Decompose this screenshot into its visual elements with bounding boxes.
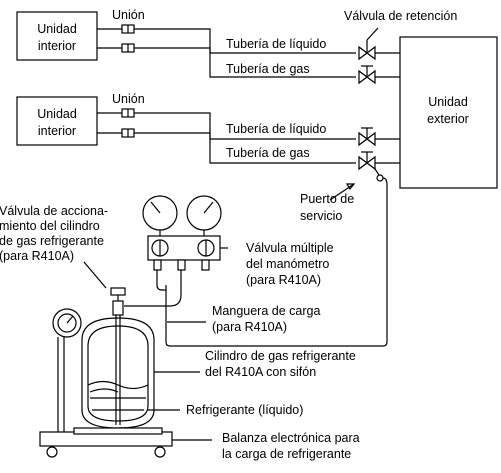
check-valve-2-gas xyxy=(358,151,376,171)
gas-pipe-2-label: Tubería de gas xyxy=(226,146,310,160)
cylinder-valve-label-line1: Válvula de acciona- xyxy=(0,204,108,218)
manifold-label-line2: del manómetro xyxy=(246,257,329,271)
hose-label-line1: Manguera de carga xyxy=(212,304,320,318)
cylinder-valve-label-line4: (para R410A) xyxy=(0,249,74,263)
indoor-unit-2-label-line1: Unidad xyxy=(37,107,77,121)
cylinder-label-line2: del R410A con sifón xyxy=(205,365,316,379)
electronic-scale xyxy=(39,308,173,458)
service-port-label-line1: Puerto de xyxy=(300,192,354,206)
indoor-unit-1-label-line1: Unidad xyxy=(37,22,77,36)
gauge-manifold xyxy=(142,195,222,271)
gas-pipe-2 xyxy=(97,132,356,164)
outdoor-unit-label-line1: Unidad xyxy=(428,95,468,109)
outdoor-unit-label-line2: exterior xyxy=(427,112,469,126)
liquid-pipe-1 xyxy=(97,28,356,54)
indoor-unit-2-box xyxy=(16,96,98,146)
service-port-leader xyxy=(329,183,355,201)
union-1-label: Unión xyxy=(112,8,145,22)
manifold-label-line1: Válvula múltiple xyxy=(246,241,334,255)
service-port xyxy=(376,174,384,182)
refrigerant-cylinder xyxy=(81,287,155,429)
liquid-pipe-2-label: Tubería de líquido xyxy=(226,122,326,136)
liquid-pipe-2 xyxy=(97,112,356,140)
indoor-unit-2-label-line2: interior xyxy=(38,124,76,138)
indoor-unit-1-label-line2: interior xyxy=(38,39,76,53)
refrigerant-liquid-label: Refrigerante (líquido) xyxy=(186,403,303,417)
union-2-label: Unión xyxy=(112,92,145,106)
check-valve-2-liquid xyxy=(358,127,376,147)
charge-hose-outer xyxy=(165,177,388,347)
outdoor-unit-box xyxy=(399,36,498,189)
liquid-pipe-1-label: Tubería de líquido xyxy=(226,37,326,51)
scale-label-line1: Balanza electrónica para xyxy=(222,431,360,445)
manifold-label-line3: (para R410A) xyxy=(246,273,321,287)
scale-label-line2: la carga de refrigerante xyxy=(222,447,351,461)
check-valve-1-gas xyxy=(358,65,376,85)
charge-hose-cylinder xyxy=(124,270,182,307)
check-valve-1-liquid xyxy=(358,40,376,61)
indoor-unit-1-box xyxy=(16,11,98,61)
check-valve-leader xyxy=(366,27,379,41)
cylinder-valve-leader xyxy=(83,261,107,289)
cylinder-valve-label-line2: miento del cilindro xyxy=(0,219,100,233)
cylinder-label-line1: Cilindro de gas refrigerante xyxy=(205,349,356,363)
cylinder-valve-label-line3: de gas refrigerante xyxy=(0,234,104,248)
hose-label-line2: (para R410A) xyxy=(212,320,287,334)
check-valve-label: Válvula de retención xyxy=(344,9,457,23)
gas-pipe-1-label: Tubería de gas xyxy=(226,62,310,76)
gas-pipe-1 xyxy=(97,47,356,78)
service-port-label-line2: servicio xyxy=(300,209,342,223)
